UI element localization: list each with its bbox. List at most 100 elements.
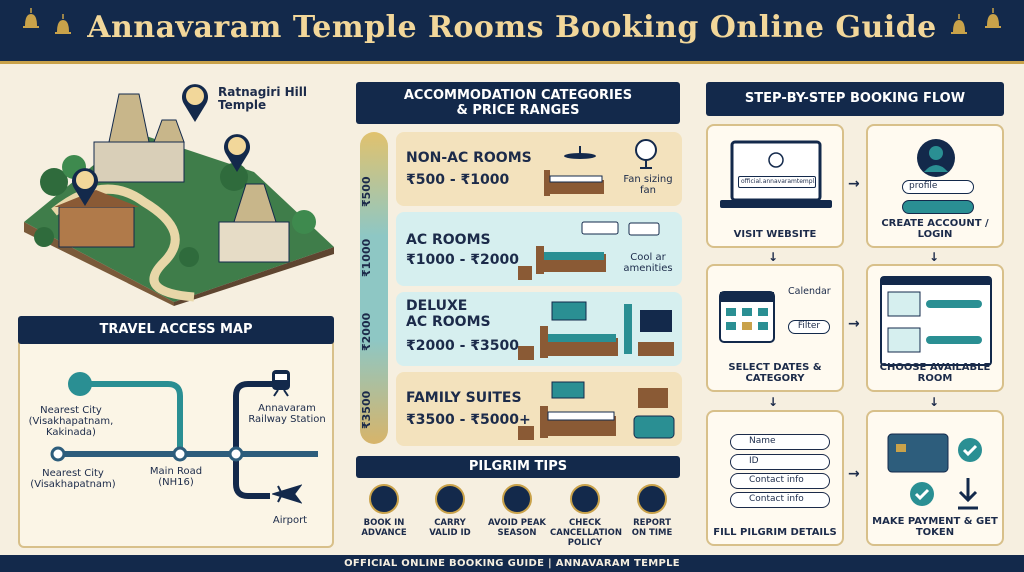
scale-label: ₹500 (360, 176, 373, 208)
main-road-line2: (NH16) (158, 477, 194, 488)
temple-label-line1: Ratnagiri Hill (218, 85, 308, 99)
tip-line2: SEASON (497, 528, 537, 538)
travel-map-title: TRAVEL ACCESS MAP (18, 316, 334, 344)
header-bar: Annavaram Temple Rooms Booking Online Gu… (0, 0, 1024, 64)
bell-icon (951, 14, 967, 34)
accommodation-title: ACCOMMODATION CATEGORIES & PRICE RANGES (356, 82, 680, 124)
temple-label: Ratnagiri Hill Temple (218, 86, 307, 112)
contact-field[interactable]: Contact info (730, 492, 830, 508)
tip-line1: CARRY (434, 518, 466, 528)
room-category-price: ₹500 - ₹1000 (406, 172, 510, 188)
railway-label: Annavaram Railway Station (240, 403, 334, 425)
airplane-icon (272, 484, 302, 504)
tip-report-on-time: REPORT ON TIME (617, 484, 687, 538)
room-category-title: DELUXE AC ROOMS (406, 298, 491, 330)
arrow-down-icon: ↓ (768, 395, 779, 409)
bed-fan-icon (544, 146, 604, 196)
footer-text: OFFICIAL ONLINE BOOKING GUIDE | ANNAVARA… (344, 558, 680, 569)
payment-illustration (887, 433, 982, 510)
temple-label-line2: Temple (218, 98, 267, 112)
room-category-price: ₹3500 - ₹5000+ (406, 412, 531, 428)
password-field (902, 200, 974, 214)
step-create-account: profile CREATE ACCOUNT / LOGIN (866, 124, 1004, 248)
temple-hill-illustration (24, 93, 334, 306)
room-category-title-line1: DELUXE (406, 298, 468, 314)
footer-bar: OFFICIAL ONLINE BOOKING GUIDE | ANNAVARA… (0, 555, 1024, 572)
arrow-down-icon: ↓ (929, 395, 940, 409)
arrow-down-icon: ↓ (768, 250, 779, 264)
step-visit-website: official.annavaramtempl.in VISIT WEBSITE (706, 124, 844, 248)
tip-line2: VALID ID (429, 528, 471, 538)
train-icon (272, 370, 290, 397)
nearest-city-2-line1: Nearest City (42, 468, 104, 479)
id-field[interactable]: ID (730, 454, 830, 470)
arrow-down-icon: ↓ (929, 250, 940, 264)
tip-line1: CHECK (569, 518, 601, 528)
fan-icon (635, 139, 657, 169)
arrow-right-icon: → (848, 176, 860, 192)
room-list-window (880, 276, 992, 366)
tip-line2: ON TIME (631, 528, 673, 538)
travel-map-title-text: TRAVEL ACCESS MAP (99, 322, 253, 337)
url-bar: official.annavaramtempl.in (738, 176, 816, 188)
filter-button[interactable]: Filter (788, 320, 830, 334)
clock-icon (637, 484, 667, 514)
nearest-city-1-line2: (Visakhapatnam, (28, 416, 114, 427)
room-category-title-line2: AC ROOMS (406, 314, 491, 330)
profile-field: profile (902, 180, 974, 194)
tip-line1: REPORT (633, 518, 671, 528)
nearest-city-1-label: Nearest City (Visakhapatnam, Kakinada) (26, 405, 116, 438)
step-label: CHOOSE AVAILABLE ROOM (879, 362, 991, 384)
nearest-city-1-line1: Nearest City (40, 405, 102, 416)
bell-icon (985, 8, 1001, 28)
location-pin-icon (182, 84, 208, 122)
room-note: Fan sizing fan (623, 174, 673, 196)
booking-title: STEP-BY-STEP BOOKING FLOW (706, 82, 1004, 116)
name-field[interactable]: Name (730, 434, 830, 450)
room-category-price: ₹2000 - ₹3500 (406, 338, 519, 354)
ac-room-icon (518, 221, 619, 280)
step-label: VISIT WEBSITE (733, 229, 817, 240)
nearest-city-2-label: Nearest City (Visakhapatnam) (24, 468, 122, 490)
room-category-deluxe: DELUXE AC ROOMS ₹2000 - ₹3500 (396, 292, 682, 366)
calendar-icon (719, 291, 775, 343)
calendar-icon (369, 484, 399, 514)
room-category-title: AC ROOMS (406, 232, 491, 248)
nearest-city-1-line3: Kakinada) (46, 427, 96, 438)
step-label: SELECT DATES & CATEGORY (728, 362, 822, 384)
tip-line3: POLICY (567, 538, 603, 548)
step-label: FILL PILGRIM DETAILS (713, 527, 837, 538)
travel-map-panel (18, 316, 334, 548)
room-note: Cool ar amenities (623, 252, 673, 274)
accommodation-title-line2: & PRICE RANGES (456, 103, 580, 118)
mountain-icon (502, 484, 532, 514)
tip-line2: ADVANCE (361, 528, 407, 538)
railway-line1: Annavaram (258, 403, 316, 414)
tips-title-text: PILGRIM TIPS (468, 459, 568, 474)
deluxe-room-icon (518, 301, 674, 360)
arrow-right-icon: → (848, 466, 860, 482)
location-pin-icon (224, 134, 250, 172)
room-category-ac: AC ROOMS ₹1000 - ₹2000 Cool ar amenities (396, 212, 682, 286)
step-select-dates: Calendar Filter SELECT DATES & CATEGORY (706, 264, 844, 392)
tip-avoid-peak-season: AVOID PEAK SEASON (482, 484, 552, 538)
location-pin-icon (72, 168, 98, 206)
tip-line1: BOOK IN (363, 518, 405, 528)
tip-book-in-advance: BOOK IN ADVANCE (349, 484, 419, 538)
accommodation-title-line1: ACCOMMODATION CATEGORIES (403, 88, 633, 103)
room-category-family: FAMILY SUITES ₹3500 - ₹5000+ (396, 372, 682, 446)
railway-line2: Railway Station (248, 414, 326, 425)
contact-field[interactable]: Contact info (730, 473, 830, 489)
ac-unit-icon (628, 222, 660, 236)
route-map (50, 372, 318, 499)
avatar-icon (917, 139, 955, 177)
tips-title: PILGRIM TIPS (356, 456, 680, 478)
bell-icon (55, 14, 71, 34)
scale-label: ₹3500 (360, 390, 373, 430)
price-scale-bar (360, 132, 388, 444)
scale-label: ₹2000 (360, 312, 373, 352)
tip-line2: CANCELLATION (550, 528, 623, 538)
step-make-payment: MAKE PAYMENT & GET TOKEN (866, 410, 1004, 546)
arrow-right-icon: → (848, 316, 860, 332)
scale-label: ₹1000 (360, 238, 373, 278)
